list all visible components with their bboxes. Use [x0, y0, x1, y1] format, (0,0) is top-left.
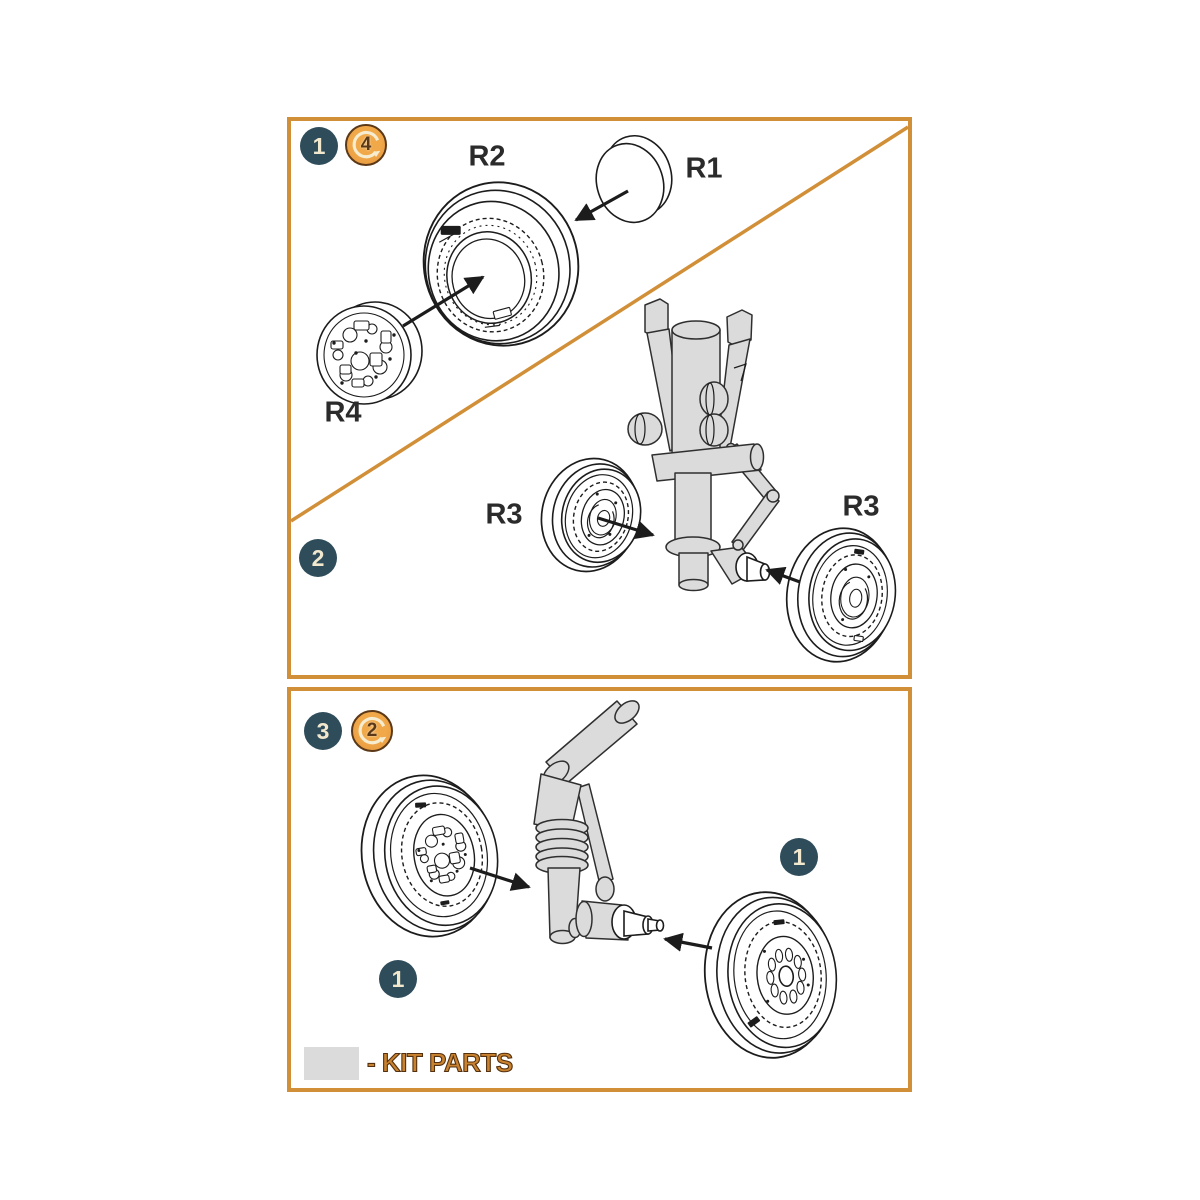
- wheel-r3-right-drawing: [785, 527, 897, 663]
- repeat-2-times-badge: 2: [351, 710, 393, 752]
- kit-parts-color-swatch: [304, 1047, 359, 1080]
- part-label-r1: R1: [685, 152, 723, 185]
- arrow-r3-right-to-strut: [765, 566, 801, 585]
- part-r4-drawing: [316, 301, 423, 405]
- repeat-count: 4: [360, 134, 372, 155]
- step-1-badge: 1: [300, 127, 338, 165]
- step-3-strut-drawing: [533, 700, 665, 945]
- repeat-4-times-badge: 4: [345, 124, 387, 166]
- quantity-number: 1: [391, 965, 405, 992]
- step-divider-line: [291, 125, 908, 523]
- step-1-number: 1: [312, 132, 326, 159]
- part-r1-drawing: [595, 134, 673, 224]
- steps-1-2-drawing: [291, 125, 908, 663]
- arrow-r1-to-r2: [574, 189, 629, 222]
- wheel-right-quantity-badge: 1: [780, 838, 818, 876]
- wheel-left-drawing: [360, 774, 499, 938]
- part-label-r3-right: R3: [842, 490, 880, 523]
- step-2-badge: 2: [299, 539, 337, 577]
- arrow-r3-left-to-strut: [597, 516, 655, 540]
- repeat-count: 2: [366, 720, 378, 741]
- panel-step-3: 3 2 1 1 - KIT PARTS: [287, 687, 912, 1092]
- quantity-number: 1: [792, 843, 806, 870]
- arrow-r4-to-r2: [402, 275, 485, 328]
- rotate-arrow-icon: [358, 716, 387, 745]
- part-label-r2: R2: [468, 140, 506, 173]
- step-3-number: 3: [316, 717, 330, 744]
- kit-parts-legend-label: - KIT PARTS: [366, 1047, 513, 1078]
- main-gear-strut-drawing: [627, 298, 780, 592]
- arrow-wheel-left-to-strut: [469, 866, 531, 891]
- step-2-number: 2: [311, 544, 325, 571]
- arrow-wheel-right-to-strut: [663, 932, 713, 952]
- wheel-r2-drawing: [422, 181, 580, 347]
- rotate-arrow-icon: [352, 130, 381, 159]
- part-label-r4: R4: [324, 396, 362, 429]
- step-3-drawing: [360, 700, 838, 1059]
- wheel-right-drawing: [703, 891, 838, 1059]
- wheel-left-quantity-badge: 1: [379, 960, 417, 998]
- step-3-badge: 3: [304, 712, 342, 750]
- wheel-r3-left-drawing: [540, 457, 642, 573]
- part-label-r3-left: R3: [485, 498, 523, 531]
- panel-steps-1-2: 1 4 R2 R1 R4 2 R3 R3: [287, 117, 912, 679]
